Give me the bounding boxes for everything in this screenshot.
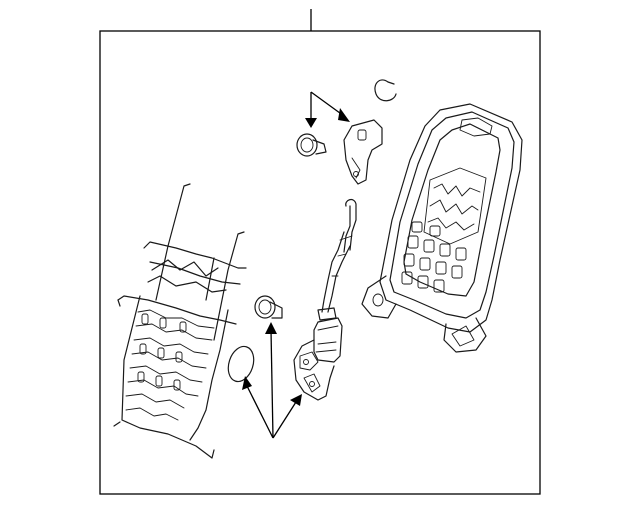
bracket <box>343 119 383 185</box>
clip <box>374 79 397 102</box>
lumbar-motor-actuator <box>293 317 343 401</box>
lower-callout-arrows <box>242 322 302 439</box>
push-pin-fastener-lower <box>254 295 283 319</box>
assembly-frame <box>99 30 541 495</box>
upper-callout-arrows <box>305 91 350 128</box>
push-pin-fastener-upper <box>296 133 327 157</box>
seat-back-frame <box>361 103 523 353</box>
wire-harness <box>317 198 357 321</box>
round-pad <box>227 345 255 383</box>
lumbar-support-wire-frame <box>113 183 247 459</box>
